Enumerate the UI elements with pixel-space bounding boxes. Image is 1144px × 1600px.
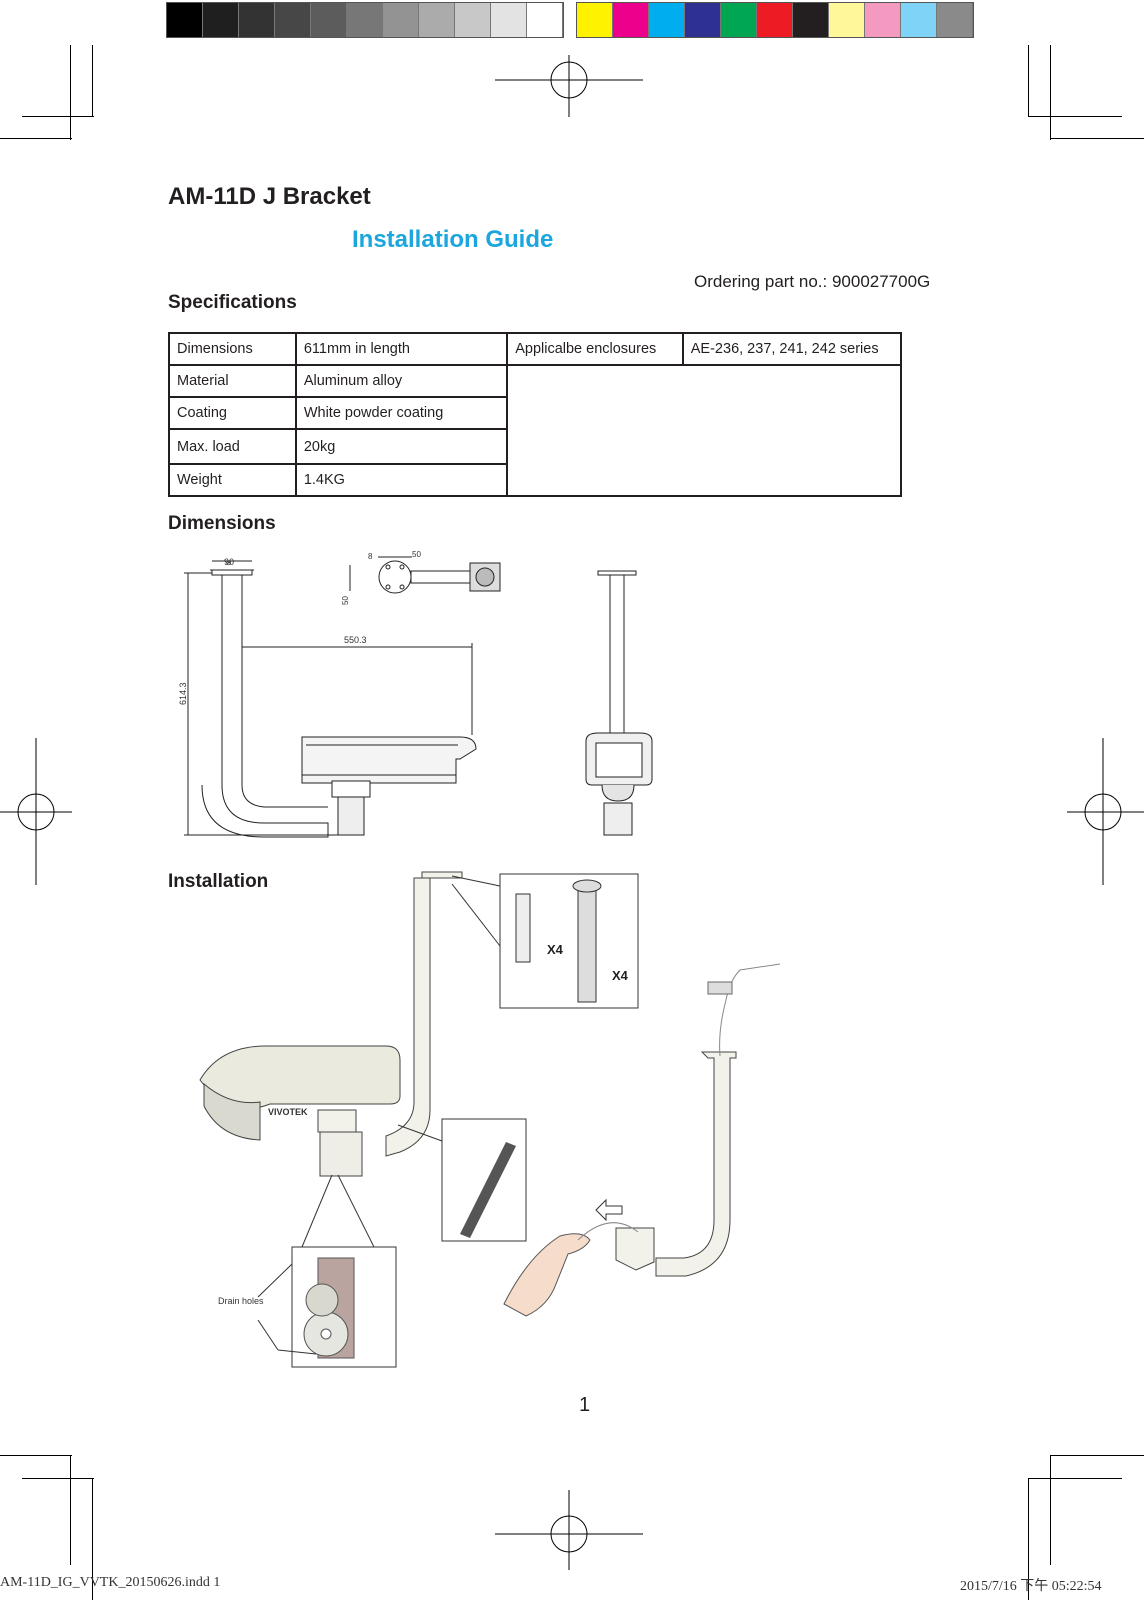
section-heading-specifications: Specifications: [168, 292, 297, 313]
color-swatch: [527, 3, 563, 37]
spec-label: Applicalbe enclosures: [506, 332, 684, 366]
section-heading-dimensions: Dimensions: [168, 513, 276, 534]
diameter-label: 90: [224, 557, 234, 567]
color-swatch: [937, 3, 973, 37]
hole-label: 8: [368, 552, 373, 561]
document-subtitle: Installation Guide: [352, 226, 554, 253]
spec-value: 20kg: [294, 428, 509, 465]
color-swatch: [203, 3, 239, 37]
color-swatch: [311, 3, 347, 37]
color-swatch: [383, 3, 419, 37]
width-label: 50: [412, 550, 421, 559]
color-swatch: [649, 3, 685, 37]
process-color-bar: [576, 2, 974, 38]
drain-holes-label: Drain holes: [218, 1296, 264, 1306]
anchor-quantity: X4: [547, 942, 564, 957]
spec-value: AE-236, 237, 241, 242 series: [681, 332, 903, 366]
table-row: Material Aluminum alloy: [168, 364, 902, 497]
table-row: Max. load 20kg: [168, 428, 901, 465]
specifications-table: Dimensions 611mm in length Applicalbe en…: [168, 332, 903, 497]
slug-file-name: AM-11D_IG_VVTK_20150626.indd 1: [0, 1575, 221, 1590]
color-swatch: [275, 3, 311, 37]
color-swatch: [167, 3, 203, 37]
dimension-drawing: ⌀ 90 8 50 50 550.3 614.3: [178, 550, 653, 838]
svg-text:⌀: ⌀: [226, 557, 232, 567]
color-swatch: [419, 3, 455, 37]
spec-value: 1.4KG: [294, 463, 509, 497]
spec-label: Coating: [168, 396, 297, 430]
color-swatch: [865, 3, 901, 37]
spec-value: Aluminum alloy: [294, 364, 509, 398]
color-swatch: [685, 3, 721, 37]
gray-color-bar: [166, 2, 564, 38]
slug-timestamp: 2015/7/16 下午 05:22:54: [960, 1579, 1102, 1594]
ordering-part-number: Ordering part no.: 900027700G: [694, 272, 931, 291]
installation-illustration: X4 X4 VIVOTEK Drain holes: [199, 871, 781, 1368]
color-swatch: [793, 3, 829, 37]
color-swatch: [491, 3, 527, 37]
empty-cell: [506, 364, 902, 497]
color-swatch: [455, 3, 491, 37]
document-title: AM-11D J Bracket: [168, 183, 371, 210]
spec-label: Material: [168, 364, 297, 398]
color-swatch: [347, 3, 383, 37]
section-heading-installation: Installation: [168, 871, 269, 892]
page-number: 1: [579, 1394, 591, 1416]
spec-value: 611mm in length: [294, 332, 509, 366]
reach-label: 550.3: [344, 635, 367, 645]
spec-label: Weight: [168, 463, 297, 497]
table-row: Dimensions 611mm in length Applicalbe en…: [168, 332, 903, 366]
color-swatch: [721, 3, 757, 37]
brand-label: VIVOTEK: [268, 1107, 308, 1117]
color-swatch: [757, 3, 793, 37]
height-label: 50: [341, 596, 350, 605]
spec-label: Dimensions: [168, 332, 297, 366]
color-swatch: [901, 3, 937, 37]
table-row: Coating White powder coating: [168, 396, 901, 430]
length-label: 614.3: [178, 682, 188, 705]
screw-quantity: X4: [612, 968, 629, 983]
spec-value: White powder coating: [294, 396, 509, 430]
table-row: Weight 1.4KG: [168, 463, 901, 497]
color-swatch: [829, 3, 865, 37]
color-swatch: [577, 3, 613, 37]
color-swatch: [239, 3, 275, 37]
color-swatch: [613, 3, 649, 37]
spec-label: Max. load: [168, 428, 297, 465]
